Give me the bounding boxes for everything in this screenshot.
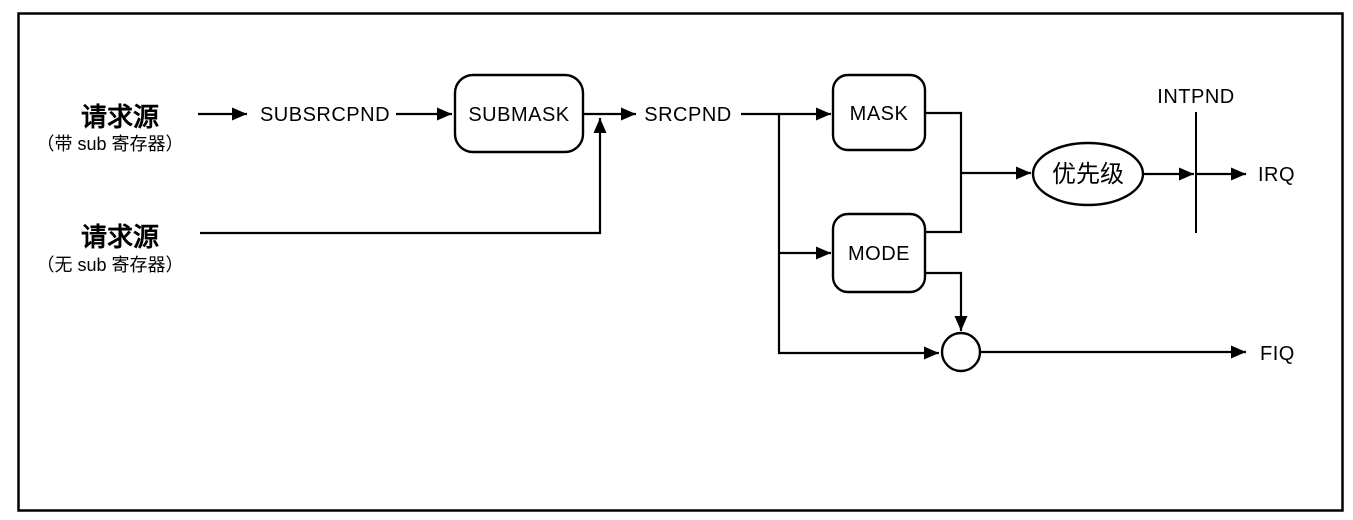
srcpnd-label: SRCPND (644, 104, 731, 126)
submask-label: SUBMASK (468, 104, 569, 126)
arrow-mode-to-merge-circle (925, 271, 968, 331)
source-with-sub-note: （带 sub 寄存器） (36, 134, 183, 154)
source-without-sub-note: （无 sub 寄存器） (36, 255, 183, 275)
mode-label: MODE (848, 243, 910, 265)
arrow-branch-to-merge-circle (777, 114, 939, 360)
priority-ellipse (1031, 141, 1145, 207)
merge-circle (940, 331, 982, 373)
irq-output-label: IRQ (1258, 164, 1295, 186)
subsrcpnd-label: SUBSRCPND (260, 104, 390, 126)
fiq-output-label: FIQ (1260, 343, 1295, 365)
arrow-source2-join-line (200, 118, 607, 235)
mask-box (831, 73, 927, 152)
source-with-sub-label: 请求源 (81, 102, 159, 132)
mask-label: MASK (850, 103, 909, 125)
priority-label: 优先级 (1052, 161, 1124, 188)
intpnd-label: INTPND (1157, 86, 1234, 108)
submask-box (453, 73, 585, 154)
frame-border (17, 12, 1344, 512)
source-without-sub-label: 请求源 (81, 222, 159, 252)
mode-box (831, 212, 927, 294)
